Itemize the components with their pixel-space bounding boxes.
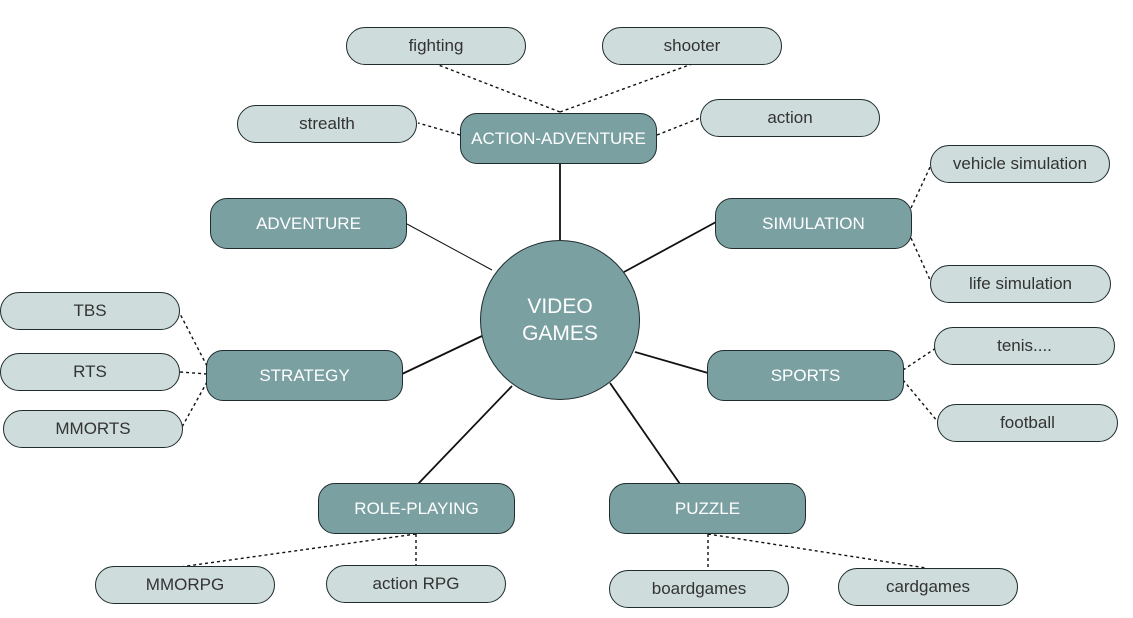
connector-tbs xyxy=(177,309,208,367)
leaf-life-simulation[interactable]: life simulation xyxy=(930,265,1111,303)
node-label: PUZZLE xyxy=(674,498,741,518)
leaf-label: MMORTS xyxy=(55,419,131,438)
node-sports[interactable]: SPORTS xyxy=(707,350,904,401)
connector-simulation xyxy=(623,221,717,273)
leaf-tbs[interactable]: TBS xyxy=(0,292,180,330)
leaf-rts[interactable]: RTS xyxy=(0,353,180,391)
node-adventure[interactable]: ADVENTURE xyxy=(210,198,407,249)
connector-puzzle xyxy=(609,382,681,485)
leaf-football[interactable]: football xyxy=(937,404,1118,442)
leaf-label: tenis.... xyxy=(997,336,1052,355)
connector-football xyxy=(902,379,939,423)
connector-mmorpg xyxy=(179,533,417,568)
node-label: SIMULATION xyxy=(762,213,865,233)
leaf-label: football xyxy=(1000,413,1055,432)
connector-strealth xyxy=(417,122,461,136)
center-node-video-games[interactable]: VIDEO GAMES xyxy=(480,240,640,400)
connector-cardgames xyxy=(707,533,927,569)
node-label: ACTION-ADVENTURE xyxy=(471,128,646,148)
node-label: ADVENTURE xyxy=(256,213,361,233)
leaf-label: strealth xyxy=(299,114,355,133)
connector-sports xyxy=(634,351,709,374)
connector-life-simulation xyxy=(910,237,932,283)
leaf-label: vehicle simulation xyxy=(952,154,1088,173)
node-label: SPORTS xyxy=(770,365,841,385)
node-action-adventure[interactable]: ACTION-ADVENTURE xyxy=(460,113,657,164)
leaf-vehicle-simulation[interactable]: vehicle simulation xyxy=(930,145,1110,183)
leaf-label: fighting xyxy=(408,36,464,55)
leaf-action-rpg[interactable]: action RPG xyxy=(326,565,506,603)
node-label: ROLE-PLAYING xyxy=(354,498,479,518)
leaf-label: life simulation xyxy=(969,274,1072,293)
node-puzzle[interactable]: PUZZLE xyxy=(609,483,806,534)
connector-rts xyxy=(179,371,208,375)
node-label: STRATEGY xyxy=(259,365,350,385)
leaf-label: action xyxy=(767,108,813,127)
leaf-label: cardgames xyxy=(885,577,971,596)
leaf-label: action RPG xyxy=(372,574,460,593)
leaf-tenis[interactable]: tenis.... xyxy=(934,327,1115,365)
node-role-playing[interactable]: ROLE-PLAYING xyxy=(318,483,515,534)
connector-role-playing xyxy=(417,385,513,485)
center-label-line1: VIDEO xyxy=(527,295,593,318)
connector-mmorts xyxy=(181,381,208,428)
leaf-label: TBS xyxy=(73,301,107,320)
leaf-cardgames[interactable]: cardgames xyxy=(838,568,1018,606)
leaf-mmorts[interactable]: MMORTS xyxy=(3,410,183,448)
leaf-mmorpg[interactable]: MMORPG xyxy=(95,566,275,604)
leaf-boardgames[interactable]: boardgames xyxy=(609,570,789,608)
connector-action xyxy=(656,117,701,136)
node-simulation[interactable]: SIMULATION xyxy=(715,198,912,249)
leaf-action[interactable]: action xyxy=(700,99,880,137)
connector-shooter xyxy=(559,63,693,113)
connector-tenis xyxy=(902,347,937,371)
center-label-line2: GAMES xyxy=(522,322,598,345)
leaf-strealth[interactable]: strealth xyxy=(237,105,417,143)
leaf-fighting[interactable]: fighting xyxy=(346,27,526,65)
leaf-label: MMORPG xyxy=(145,575,225,594)
node-strategy[interactable]: STRATEGY xyxy=(206,350,403,401)
connector-fighting xyxy=(435,63,561,113)
connector-strategy xyxy=(401,335,483,375)
leaf-label: RTS xyxy=(73,362,107,381)
connector-vehicle-simulation xyxy=(910,164,932,209)
connector-adventure xyxy=(406,223,493,271)
leaf-label: shooter xyxy=(663,36,721,55)
leaf-label: boardgames xyxy=(651,579,747,598)
leaf-shooter[interactable]: shooter xyxy=(602,27,782,65)
